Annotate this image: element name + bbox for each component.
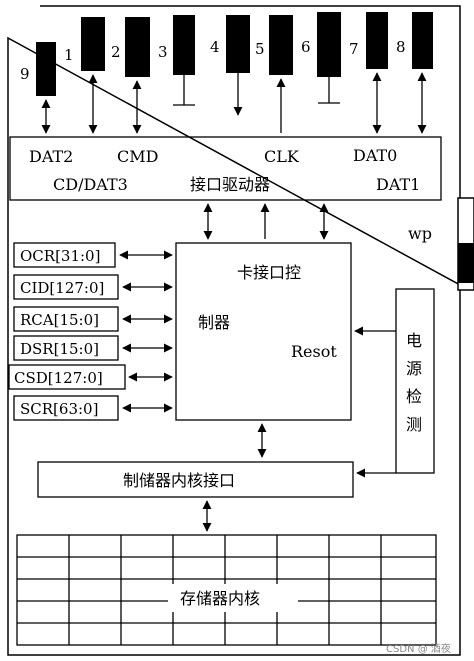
core-interface-label: 制储器内核接口 (123, 471, 235, 490)
controller-label-line2: 制器 (198, 313, 230, 332)
bus-label-dat2: DAT2 (29, 147, 73, 166)
pin-number-6: 6 (301, 38, 311, 56)
pin-3 (173, 15, 195, 75)
core-interface-box (37, 461, 354, 498)
bus-label-cd-dat3: CD/DAT3 (53, 175, 128, 194)
write-protect-switch (458, 243, 474, 283)
register-scr-box (13, 395, 119, 421)
controller-label-line1: 卡接口控 (237, 263, 301, 282)
pin-number-7: 7 (349, 40, 359, 58)
pin-2 (125, 17, 150, 77)
register-cid-box (13, 274, 119, 300)
power-detect-char-3: 检 (406, 387, 422, 406)
memory-core-label: 存储器内核 (180, 589, 260, 608)
pin-8 (412, 12, 433, 69)
register-ocr-box (13, 242, 116, 268)
pin-9 (36, 42, 56, 96)
register-dsr-box (13, 335, 119, 361)
pin-number-1: 1 (64, 46, 74, 64)
pin-number-4: 4 (210, 38, 220, 56)
register-rca: RCA[15:0] (20, 311, 99, 329)
pin-number-5: 5 (255, 40, 265, 58)
pin-number-9: 9 (20, 65, 30, 83)
power-detect-char-2: 源 (406, 359, 422, 378)
watermark: CSDN @ 酒夜 (386, 642, 451, 655)
register-cid: CID[127:0] (20, 279, 104, 297)
memory-core-label-bg (168, 584, 298, 612)
pin-4 (226, 15, 250, 73)
card-outline (7, 5, 461, 656)
interface-driver-title: 接口驱动器 (190, 175, 270, 194)
pin-5 (269, 15, 293, 75)
controller-reset-label: Resot (291, 342, 337, 361)
power-detect-box (395, 288, 435, 474)
pin-1 (81, 17, 105, 71)
register-list (8, 242, 126, 421)
controller-box (175, 242, 352, 421)
register-rca-box (13, 306, 119, 332)
bus-label-dat0: DAT0 (353, 146, 397, 165)
pin-6 (317, 12, 341, 77)
power-detect-char-4: 测 (406, 415, 422, 434)
register-dsr: DSR[15:0] (20, 340, 99, 358)
pin-group: 9 1 2 3 4 5 6 7 8 (20, 12, 433, 96)
register-csd: CSD[127:0] (14, 369, 103, 387)
interface-driver-box (9, 136, 442, 201)
pin-number-2: 2 (111, 43, 121, 61)
register-scr: SCR[63:0] (20, 400, 98, 418)
wp-label: wp (408, 224, 432, 243)
bus-label-cmd: CMD (117, 147, 158, 166)
bus-label-clk: CLK (264, 147, 300, 166)
register-ocr: OCR[31:0] (20, 247, 100, 265)
bus-label-dat1: DAT1 (376, 175, 420, 194)
power-detect-char-1: 电 (406, 331, 422, 350)
register-csd-box (8, 364, 126, 390)
pin-number-3: 3 (158, 43, 168, 61)
pin-7 (366, 12, 388, 69)
pin-number-8: 8 (396, 38, 406, 56)
